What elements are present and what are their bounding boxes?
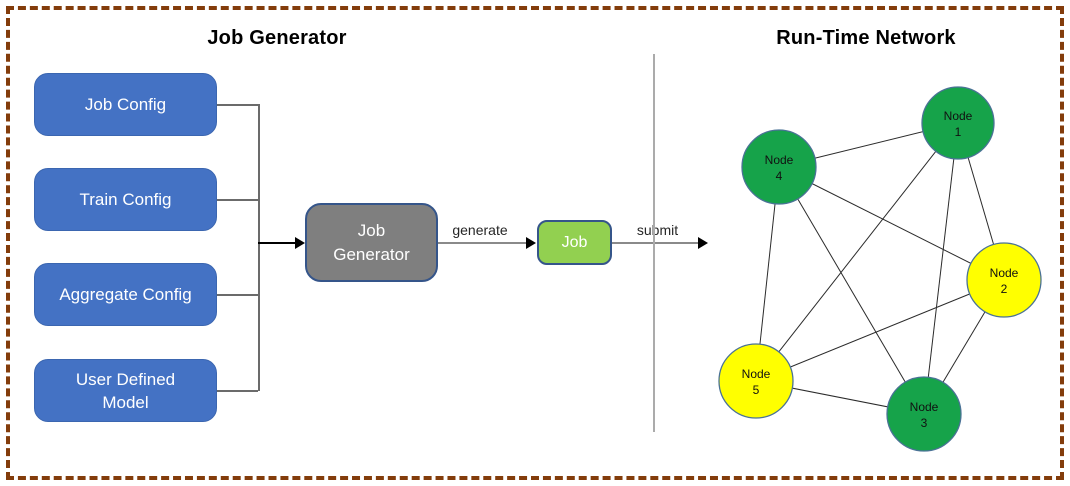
network-node-1[interactable]	[921, 86, 995, 160]
network-edge	[778, 166, 925, 415]
right-panel-title: Run-Time Network	[776, 27, 956, 49]
config-box-aggregate-config[interactable]: Aggregate Config	[34, 263, 217, 326]
connector-aggregate-config	[217, 294, 258, 296]
arrow-submit	[612, 242, 698, 244]
node-label-name: Node	[944, 109, 973, 123]
section-divider	[653, 54, 655, 432]
network-node-2[interactable]	[966, 242, 1042, 318]
node-label-name: Node	[990, 266, 1019, 280]
network-node-3[interactable]	[886, 376, 962, 452]
connector-user-defined-model	[217, 390, 258, 392]
arrow-configs-to-generator	[258, 242, 296, 244]
node-label-name: Node	[765, 153, 794, 167]
node-label-number: 5	[753, 383, 760, 397]
node-label-number: 3	[921, 416, 928, 430]
config-box-label: User Defined Model	[75, 369, 176, 412]
network-node-5[interactable]	[718, 343, 794, 419]
connector-trunk	[258, 104, 260, 391]
job-box[interactable]: Job	[537, 220, 612, 265]
network-edge	[755, 122, 959, 382]
config-box-label: Job Config	[84, 95, 167, 114]
connector-job-config	[217, 104, 258, 106]
job-generator-box[interactable]: Job Generator	[305, 203, 438, 282]
config-box-label: Aggregate Config	[59, 285, 192, 304]
generate-label: generate	[452, 222, 508, 238]
arrowhead-generate	[526, 237, 536, 249]
config-box-user-defined-model[interactable]: User Defined Model	[34, 359, 217, 422]
arrowhead-configs-to-generator	[295, 237, 305, 249]
node-label-name: Node	[910, 400, 939, 414]
left-panel-title: Job Generator	[207, 27, 347, 49]
network-edge	[923, 122, 959, 415]
network-edge	[755, 279, 1005, 382]
job-generator-label: Job Generator	[333, 220, 410, 264]
network-node-4[interactable]	[741, 129, 817, 205]
node-label-number: 2	[1001, 282, 1008, 296]
config-box-train-config[interactable]: Train Config	[34, 168, 217, 231]
config-box-job-config[interactable]: Job Config	[34, 73, 217, 136]
network-edge	[778, 166, 1005, 281]
arrow-generate	[438, 242, 526, 244]
node-label-number: 1	[955, 125, 962, 139]
node-label-name: Node	[742, 367, 771, 381]
config-box-label: Train Config	[79, 190, 172, 209]
node-label-number: 4	[776, 169, 783, 183]
job-box-label: Job	[561, 233, 588, 251]
connector-train-config	[217, 199, 258, 201]
arrowhead-submit	[698, 237, 708, 249]
submit-label: submit	[636, 222, 679, 238]
